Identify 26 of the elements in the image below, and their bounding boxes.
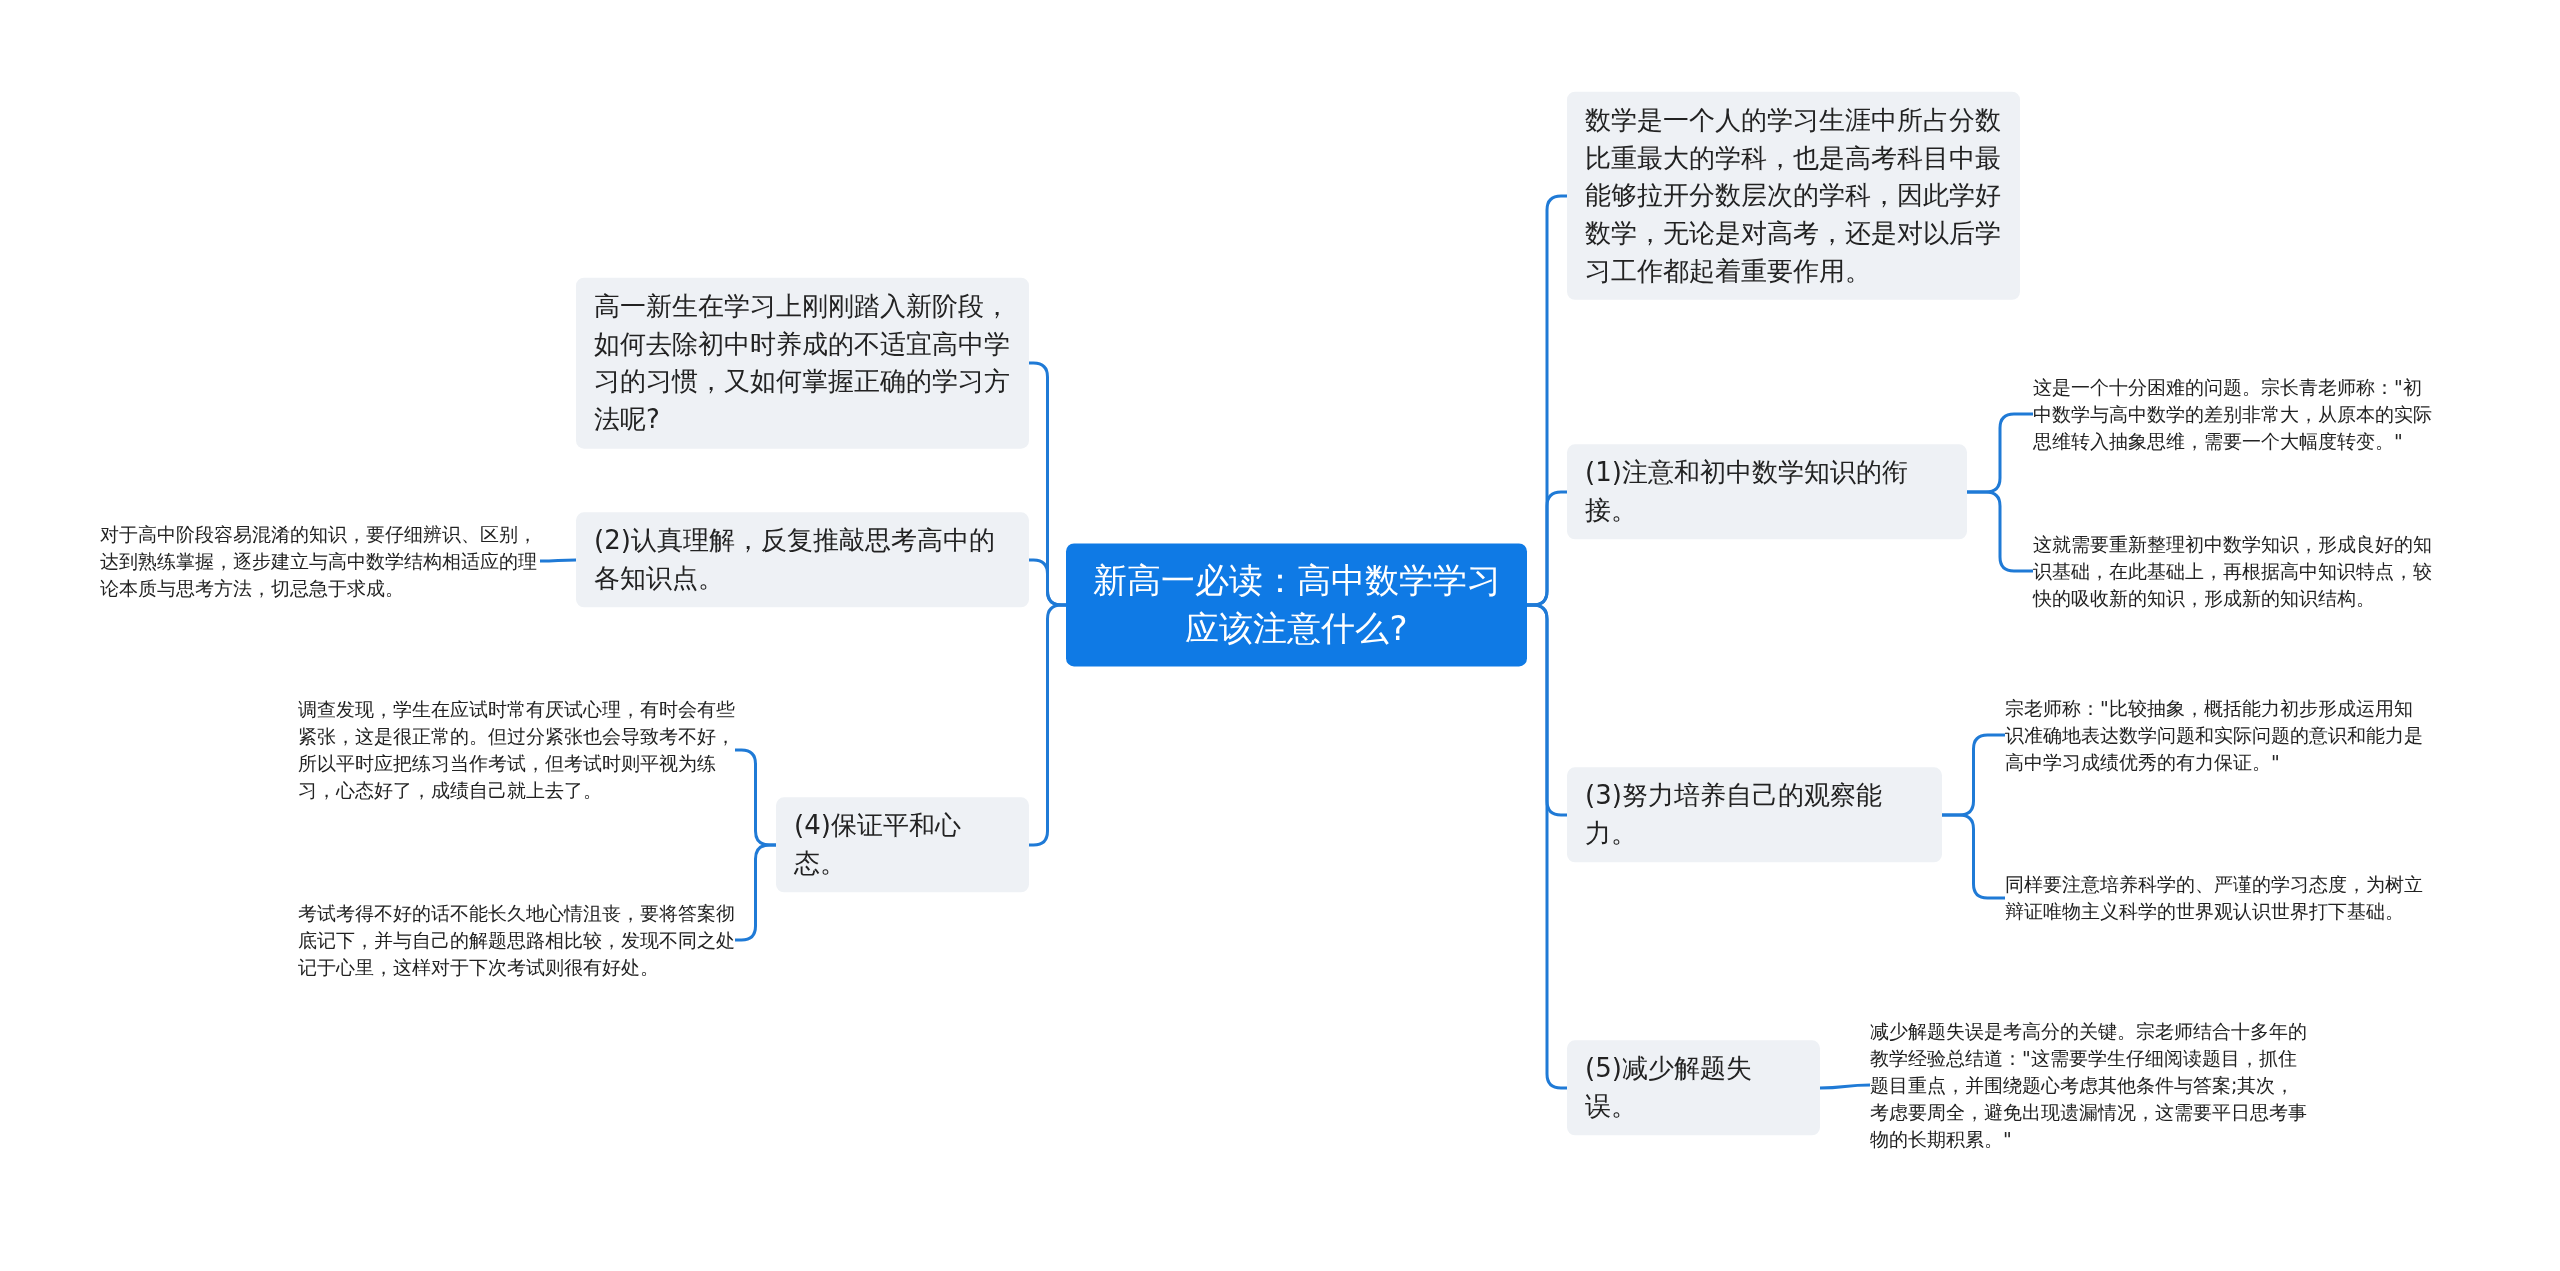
topic-box [1567, 767, 1942, 863]
note-text: 这就需要重新整理初中数学知识，形成良好的知识基础，在此基础上，再根据高中知识特点，较快的吸收新的知识，形成新的知识结构。 [2033, 530, 2433, 612]
topic-box [576, 277, 1029, 449]
topic-text: 高一新生在学习上刚刚踏入新阶段，如何去除初中时养成的不适宜高中学习的习惯，又如何掌握正确的学习方法呢? [594, 290, 1010, 434]
note-text: 宗老师称："比较抽象，概括能力初步形成运用知识准确地表达数学问题和实际问题的意识和能力是高中学习成绩优秀的有力保证。" [2005, 694, 2425, 776]
connector-line [1820, 1083, 1870, 1090]
central-topic-text: 新高一必读：高中数学学习应该注意什么? [1092, 560, 1501, 648]
note-text: 同样要注意培养科学的、严谨的学习态度，为树立辩证唯物主义科学的世界观认识世界打下基础。 [2005, 871, 2425, 925]
topic-text: (2)认真理解，反复推敲思考高中的各知识点。 [594, 525, 995, 593]
note-text: 减少解题失误是考高分的关键。宗老师结合十多年的教学经验总结道："这需要学生仔细阅读题目，抓住题目重点，并围绕题心考虑其他条件与答案;其次，考虑要周全，避免出现遗漏情况，这需要平日思考事物的长期积累。" [1870, 1017, 2310, 1153]
topic-box [1567, 1040, 1820, 1136]
note-text: 调查发现，学生在应试时常有厌试心理，有时会有些紧张，这是很正常的。但过分紧张也会导致考不好，所以平时应把练习当作考试，但考试时则平视为练习，心态好了，成绩自己就上去了。 [298, 696, 735, 804]
topic-box [1567, 444, 1967, 540]
topic-text: 数学是一个人的学习生涯中所占分数比重最大的学科，也是高考科目中最能够拉开分数层次的学科，因此学好数学，无论是对高考，还是对以后学习工作都起着重要作用。 [1585, 104, 2001, 286]
note-text: 对于高中阶段容易混淆的知识，要仔细辨识、区别，达到熟练掌握，逐步建立与高中数学结构相适应的理论本质与思考方法，切忌急于求成。 [100, 520, 540, 602]
topic-box [576, 512, 1029, 608]
connector-line [540, 558, 576, 563]
topic-text: (1)注意和初中数学知识的衔接。 [1585, 457, 1908, 525]
note-text: 这是一个十分困难的问题。宗长青老师称："初中数学与高中数学的差别非常大，从原本的实际思维转入抽象思维，需要一个大幅度转变。" [2033, 373, 2433, 455]
topic-box [1567, 91, 2020, 301]
topic-box [776, 797, 1029, 893]
note-text: 考试考得不好的话不能长久地心情沮丧，要将答案彻底记下，并与自己的解题思路相比较，发现不同之处记于心里，这样对于下次考试则很有好处。 [298, 899, 735, 981]
central-topic-box [1066, 543, 1527, 667]
topic-text: (3)努力培养自己的观察能力。 [1585, 780, 1882, 848]
topic-text: (5)减少解题失误。 [1585, 1053, 1752, 1121]
topic-text: (4)保证平和心态。 [794, 810, 961, 878]
